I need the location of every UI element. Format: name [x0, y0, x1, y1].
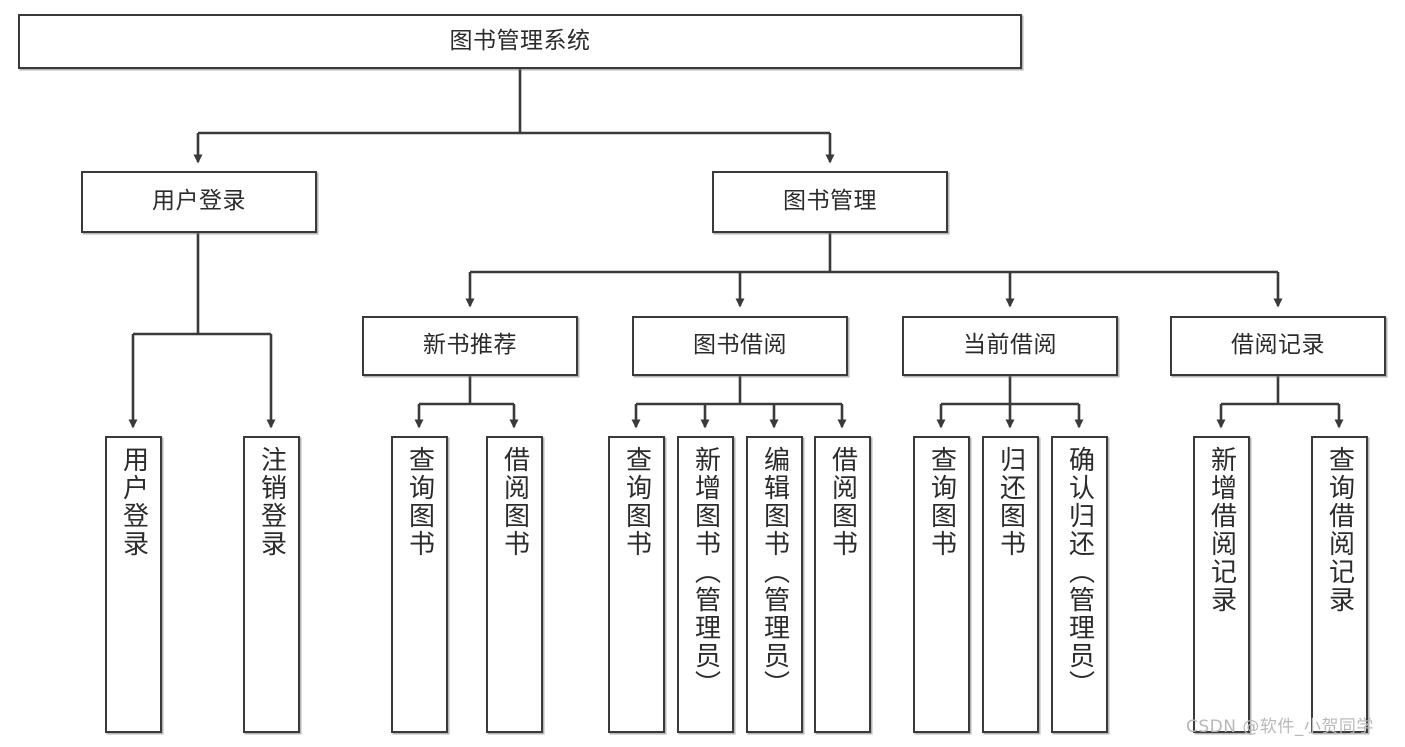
node-label: 编辑图书（管理员）: [759, 446, 790, 698]
leaf-current-borrow-return-book[interactable]: 归还图书: [982, 436, 1039, 733]
leaf-user-login-logout[interactable]: 注销登录: [243, 436, 300, 733]
node-label: 新书推荐: [423, 332, 517, 359]
node-label: 注销登录: [256, 446, 287, 558]
leaf-new-book-borrow-book[interactable]: 借阅图书: [486, 436, 543, 733]
leaf-borrow-record-add-record[interactable]: 新增借阅记录: [1193, 436, 1250, 733]
node-label: 新增借阅记录: [1206, 446, 1237, 614]
node-label: 查询借阅记录: [1324, 446, 1355, 614]
node-user-login[interactable]: 用户登录: [81, 171, 317, 233]
node-label: 用户登录: [118, 446, 149, 558]
leaf-book-borrow-edit-book[interactable]: 编辑图书（管理员）: [746, 436, 803, 733]
node-label: 新增图书（管理员）: [690, 446, 721, 698]
node-label: 当前借阅: [963, 332, 1057, 359]
node-label: 图书管理系统: [449, 27, 591, 54]
node-label: 借阅记录: [1231, 332, 1325, 359]
node-label: 查询图书: [621, 446, 652, 558]
node-label: 查询图书: [404, 446, 435, 558]
node-new-book-recommend[interactable]: 新书推荐: [362, 316, 578, 376]
node-label: 图书借阅: [693, 332, 787, 359]
node-label: 归还图书: [995, 446, 1026, 558]
node-root-system[interactable]: 图书管理系统: [18, 14, 1022, 69]
node-label: 用户登录: [152, 188, 246, 215]
node-label: 确认归还（管理员）: [1064, 446, 1095, 698]
leaf-book-borrow-borrow-book[interactable]: 借阅图书: [814, 436, 871, 733]
node-label: 借阅图书: [499, 446, 530, 558]
leaf-current-borrow-confirm-return[interactable]: 确认归还（管理员）: [1051, 436, 1108, 733]
node-book-management[interactable]: 图书管理: [712, 171, 948, 233]
leaf-user-login-login[interactable]: 用户登录: [105, 436, 162, 733]
leaf-new-book-query-book[interactable]: 查询图书: [391, 436, 448, 733]
node-label: 借阅图书: [827, 446, 858, 558]
node-label: 图书管理: [783, 188, 877, 215]
leaf-book-borrow-add-book[interactable]: 新增图书（管理员）: [677, 436, 734, 733]
leaf-current-borrow-query-book[interactable]: 查询图书: [913, 436, 970, 733]
node-book-borrow[interactable]: 图书借阅: [632, 316, 848, 376]
node-borrow-record[interactable]: 借阅记录: [1170, 316, 1386, 376]
csdn-watermark: CSDN @软件_小贺同学: [1186, 717, 1374, 737]
leaf-borrow-record-query-record[interactable]: 查询借阅记录: [1311, 436, 1368, 733]
leaf-book-borrow-query-book[interactable]: 查询图书: [608, 436, 665, 733]
node-label: 查询图书: [926, 446, 957, 558]
node-current-borrow[interactable]: 当前借阅: [902, 316, 1118, 376]
